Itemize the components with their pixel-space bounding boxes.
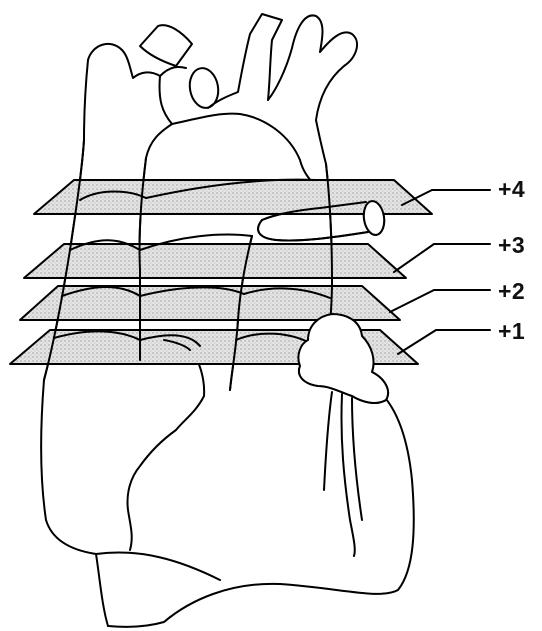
- plane-label-4: +4: [498, 178, 525, 201]
- leader-line-2: [390, 290, 434, 312]
- plane-3: [24, 244, 406, 278]
- plane-label-1: +1: [498, 320, 525, 343]
- plane-label-2: +2: [498, 280, 525, 303]
- plane-label-3: +3: [498, 234, 525, 257]
- leader-line-3: [394, 244, 434, 272]
- leader-line-1: [398, 330, 436, 354]
